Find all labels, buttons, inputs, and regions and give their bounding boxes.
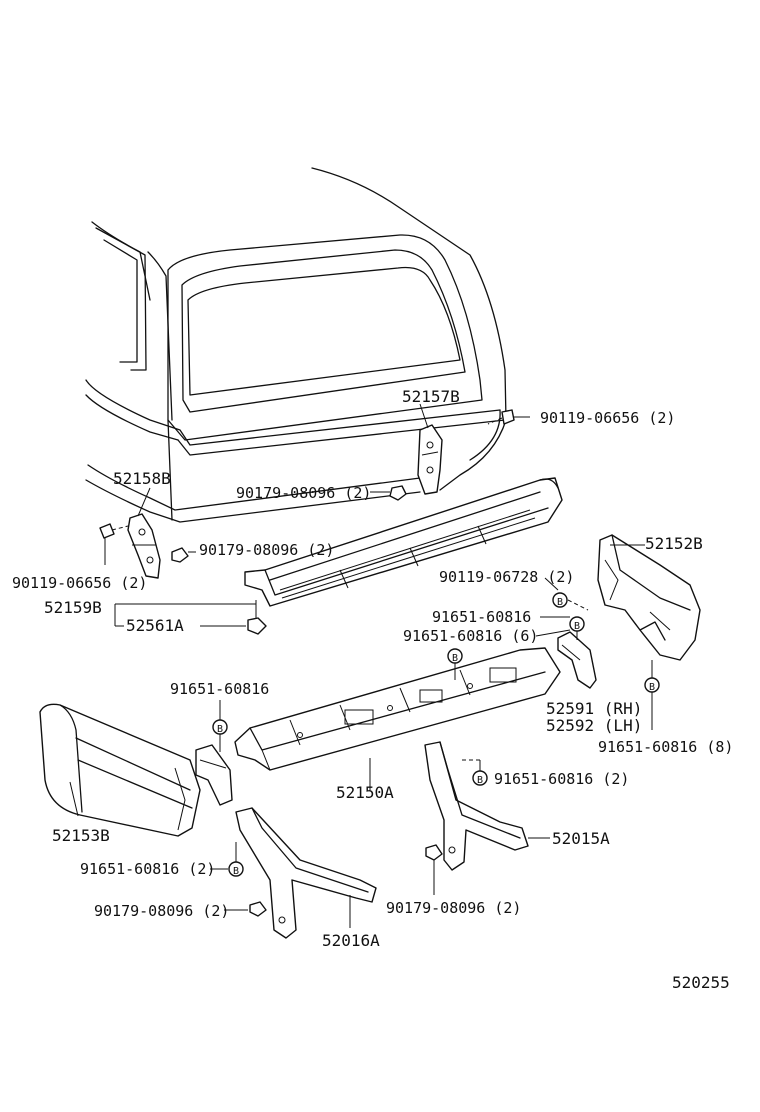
- step-bumper: [244, 477, 563, 607]
- stay-52016A: [235, 807, 377, 939]
- label-91651-60816-6: 91651-60816 (6): [403, 627, 538, 645]
- bracket-52158B: [127, 513, 161, 579]
- label-91651-60816-2-right: 91651-60816 (2): [494, 770, 629, 788]
- nut-90179-08096-a: [370, 485, 407, 501]
- label-90179-08096-b: 90179-08096 (2): [199, 541, 334, 559]
- label-90179-08096-d: 90179-08096 (2): [94, 902, 229, 920]
- label-52158B: 52158B: [113, 469, 171, 488]
- part-labels: 52157B 90119-06656 (2) 52158B 90179-0809…: [12, 387, 733, 992]
- svg-text:B: B: [557, 597, 563, 608]
- vehicle-rear-body: [85, 167, 507, 523]
- label-91651-60816-single: 91651-60816: [432, 608, 531, 626]
- svg-text:B: B: [649, 682, 655, 693]
- small-bracket-left: [195, 744, 233, 806]
- label-91651-60816-2-left: 91651-60816 (2): [80, 860, 215, 878]
- leader-lines: [69, 403, 645, 928]
- label-52015A: 52015A: [552, 829, 610, 848]
- svg-text:B: B: [233, 866, 239, 877]
- diagram-id: 520255: [672, 973, 730, 992]
- marker-b-6: B: [462, 759, 488, 786]
- marker-b-2: B: [569, 616, 585, 640]
- brace-52591-52592: [557, 631, 597, 689]
- bracket-52157B: [417, 424, 443, 495]
- stay-52015A: [424, 741, 550, 871]
- label-91651-60816-left: 91651-60816: [170, 680, 269, 698]
- marker-b-3: B: [447, 648, 463, 680]
- svg-text:B: B: [574, 621, 580, 632]
- bumper-end-52153B: [39, 703, 201, 837]
- reinforcement-52150A: [234, 647, 561, 771]
- nut-90179-08096-c: [425, 844, 443, 895]
- label-52150A: 52150A: [336, 783, 394, 802]
- svg-text:B: B: [217, 724, 223, 735]
- label-90179-08096-c: 90179-08096 (2): [386, 899, 521, 917]
- marker-b-5: B: [644, 660, 660, 730]
- label-52157B: 52157B: [402, 387, 460, 406]
- marker-b-1: B: [552, 592, 589, 611]
- label-90119-06656-left: 90119-06656 (2): [12, 574, 147, 592]
- bumper-end-52152B: [597, 534, 701, 661]
- nut-90179-08096-d: [224, 901, 267, 917]
- marker-b-7: B: [228, 842, 244, 877]
- label-52561A: 52561A: [126, 616, 184, 635]
- bolt-90119-06656-left: [99, 523, 129, 565]
- label-91651-60816-8: 91651-60816 (8): [598, 738, 733, 756]
- label-52159B: 52159B: [44, 598, 102, 617]
- svg-text:B: B: [452, 653, 458, 664]
- label-52592-lh: 52592 (LH): [546, 716, 642, 735]
- label-52016A: 52016A: [322, 931, 380, 950]
- label-52591-rh: 52591 (RH): [546, 699, 642, 718]
- label-90179-08096-a: 90179-08096 (2): [236, 484, 371, 502]
- label-52153B: 52153B: [52, 826, 110, 845]
- marker-b-4: B: [212, 700, 228, 752]
- nut-90179-08096-b: [171, 547, 196, 563]
- label-90119-06728: 90119-06728 (2): [439, 568, 574, 586]
- bolt-90119-06656-top: [487, 409, 530, 425]
- clip-52561A: [200, 600, 267, 635]
- svg-text:B: B: [477, 775, 483, 786]
- label-52152B: 52152B: [645, 534, 703, 553]
- label-90119-06656-top: 90119-06656 (2): [540, 409, 675, 427]
